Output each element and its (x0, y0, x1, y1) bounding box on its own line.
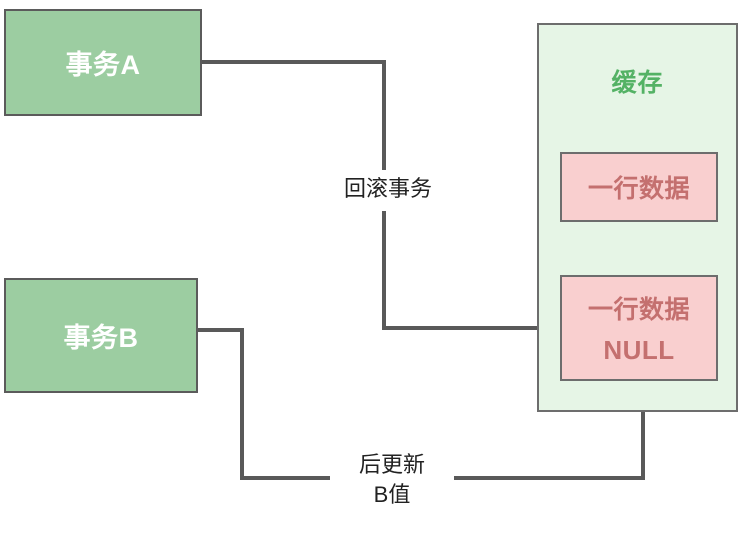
connector-rollback (202, 60, 553, 332)
edge-label-late-update-line-1: 后更新 (358, 452, 425, 477)
cache-row-1-line1: 一行数据 (587, 175, 690, 203)
cache-row-2-line1: 一行数据 (587, 296, 690, 324)
connector-late-update (198, 328, 645, 480)
cache-row-1[interactable]: 一行数据 (560, 152, 718, 222)
edge-label-late-update: 后更新 B值 (330, 448, 454, 512)
cache-row-2[interactable]: 一行数据 NULL (560, 275, 718, 381)
edge-label-late-update-line-2: B值 (373, 481, 411, 507)
edge-label-rollback: 回滚事务 (320, 172, 456, 206)
edge-label-rollback-line-1: 回滚事务 (343, 176, 432, 201)
node-cache-title: 缓存 (611, 69, 664, 97)
node-transaction-b-label: 事务B (63, 323, 139, 353)
node-transaction-b[interactable]: 事务B (4, 278, 198, 393)
node-transaction-a[interactable]: 事务A (4, 9, 202, 116)
node-transaction-a-label: 事务A (65, 50, 141, 80)
cache-row-2-line2: NULL (603, 335, 675, 365)
